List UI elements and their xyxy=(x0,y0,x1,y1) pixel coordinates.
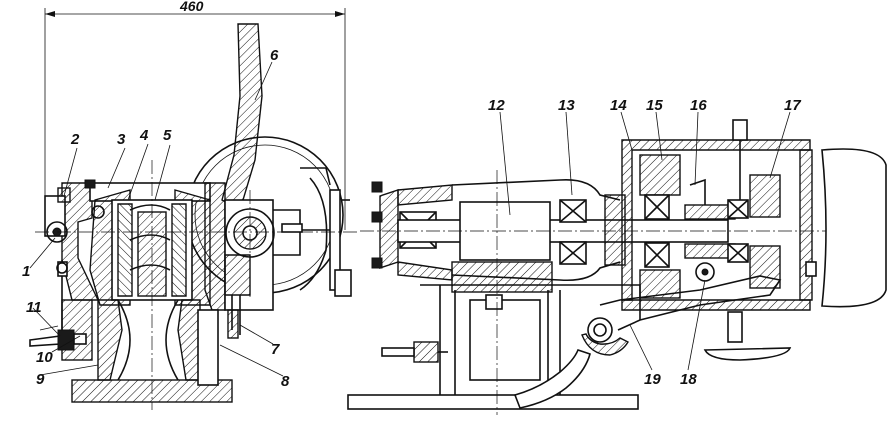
callout-10: 10 xyxy=(36,349,53,366)
dimension-label: 460 xyxy=(179,0,204,14)
callout-6: 6 xyxy=(270,47,279,64)
callout-7: 7 xyxy=(271,341,280,358)
callout-9: 9 xyxy=(36,371,45,388)
callout-1: 1 xyxy=(22,263,30,280)
callout-18: 18 xyxy=(680,371,697,388)
motor-cover xyxy=(821,148,887,308)
lever-handle-part xyxy=(221,23,263,212)
callout-12: 12 xyxy=(488,97,505,114)
base-plate-right xyxy=(347,394,639,410)
overall-width-dimension: 460 xyxy=(44,0,346,230)
callout-13: 13 xyxy=(558,97,575,114)
callout-3: 3 xyxy=(117,131,126,148)
callout-labels: 2 3 4 5 6 1 11 10 9 8 7 12 13 14 15 16 1… xyxy=(22,47,801,390)
leader-lines xyxy=(29,61,791,377)
left-view-end-section xyxy=(29,23,360,410)
callout-8: 8 xyxy=(281,373,290,390)
callout-5: 5 xyxy=(163,127,172,144)
callout-11: 11 xyxy=(26,299,42,316)
callout-16: 16 xyxy=(690,97,707,114)
callout-17: 17 xyxy=(784,97,801,114)
right-view-longitudinal-section xyxy=(347,119,887,415)
callout-15: 15 xyxy=(646,97,663,114)
callout-14: 14 xyxy=(610,97,627,114)
callout-2: 2 xyxy=(70,131,80,148)
lever-pivot xyxy=(587,317,613,343)
callout-19: 19 xyxy=(644,371,661,388)
callout-4: 4 xyxy=(139,127,149,144)
